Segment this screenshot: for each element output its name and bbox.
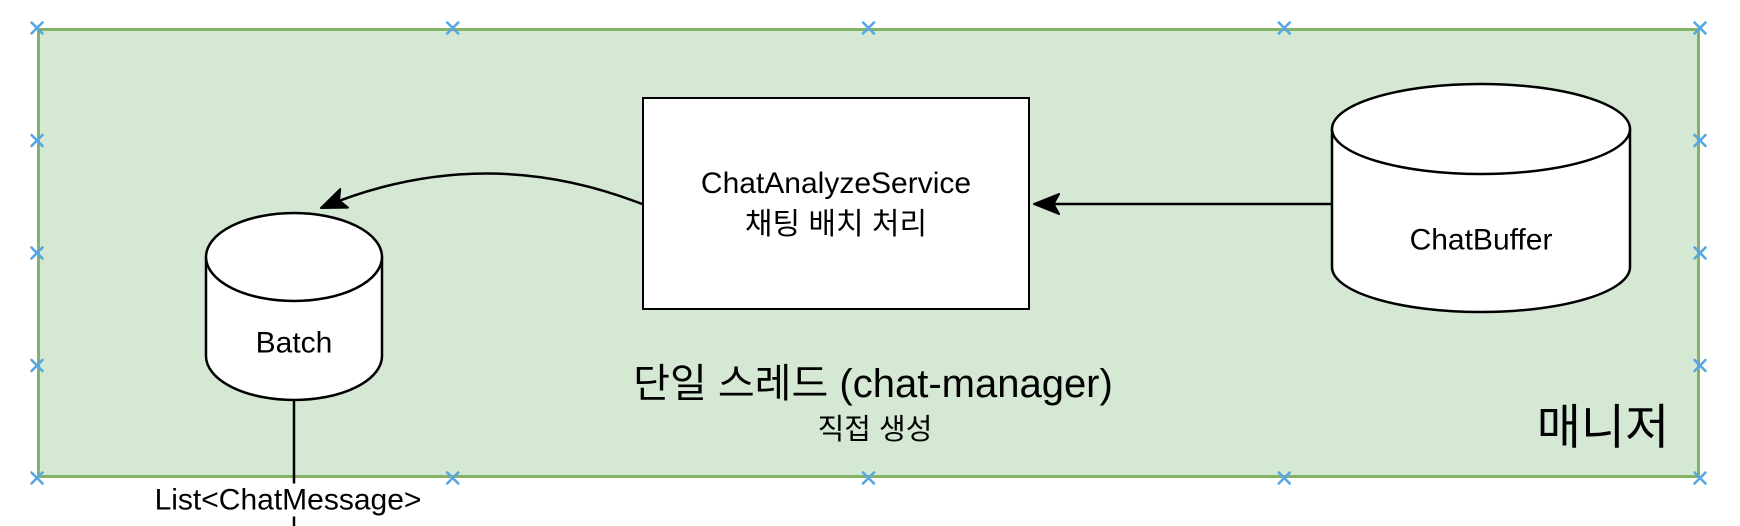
- thread-note-label: 단일 스레드 (chat-manager): [633, 362, 1113, 406]
- creation-note-label: 직접 생성: [817, 414, 933, 447]
- manager-group-label: 매니저: [1536, 401, 1670, 455]
- service-box-title: ChatAnalyzeService: [700, 166, 972, 200]
- batch-label: Batch: [255, 326, 333, 360]
- edge-label-list-chatmessage: List<ChatMessage>: [150, 483, 426, 517]
- service-box-subtitle: 채팅 배치 처리: [744, 207, 928, 241]
- chatbuffer-label: ChatBuffer: [1409, 223, 1553, 257]
- chat-analyze-service-box[interactable]: ChatAnalyzeService 채팅 배치 처리: [642, 97, 1030, 310]
